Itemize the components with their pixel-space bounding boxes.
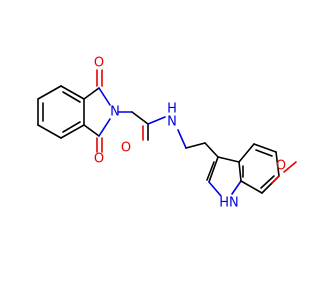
- bond: [147, 116, 166, 125]
- indole-benzene-ring: [238, 143, 280, 194]
- bond-inner: [62, 121, 81, 133]
- indole-pyrrole-ring: [206, 156, 242, 197]
- atom-label-nitrogen: N: [167, 115, 177, 130]
- bond: [83, 124, 100, 137]
- bond: [283, 161, 297, 173]
- atom-label-oxygen: O: [94, 56, 104, 71]
- bond: [60, 85, 85, 100]
- bond: [83, 87, 100, 100]
- atom-label-nitrogen: N: [110, 105, 120, 120]
- bond: [60, 124, 85, 139]
- bond: [275, 151, 280, 177]
- bond-inner: [255, 149, 273, 157]
- linker-chain: [117, 111, 219, 158]
- molecule-structure: O N O O N H HN O: [37, 56, 297, 211]
- atom-label-oxygen: O: [94, 152, 104, 167]
- bond: [208, 181, 222, 197]
- bond-inner: [260, 175, 275, 189]
- bond: [131, 111, 149, 125]
- atom-labels: O N O O N H HN O: [94, 56, 286, 211]
- bond: [98, 118, 111, 137]
- bond: [238, 143, 255, 163]
- bond: [240, 180, 263, 194]
- bond: [37, 124, 62, 139]
- molecule-canvas: O N O O N H HN O: [37, 55, 297, 211]
- atom-label-indole-nh: HN: [219, 196, 239, 211]
- bond: [177, 129, 187, 149]
- benzene-ring-phthalimide: [37, 85, 85, 139]
- bond: [204, 142, 219, 158]
- bond-inner: [206, 161, 215, 181]
- atom-label-oxygen: O: [121, 141, 131, 156]
- bond: [253, 143, 277, 153]
- bond: [271, 175, 280, 184]
- atom-label-oxygen: O: [276, 159, 286, 174]
- bond: [238, 161, 242, 182]
- bond: [37, 85, 62, 100]
- bond-inner: [62, 91, 81, 103]
- methoxy-group: [271, 161, 297, 184]
- imide-ring: [83, 69, 111, 153]
- bond: [98, 87, 111, 106]
- bond: [185, 142, 206, 149]
- bond: [231, 180, 242, 195]
- atom-label-hydrogen: H: [167, 102, 177, 117]
- bond: [217, 156, 240, 163]
- bond: [208, 156, 219, 183]
